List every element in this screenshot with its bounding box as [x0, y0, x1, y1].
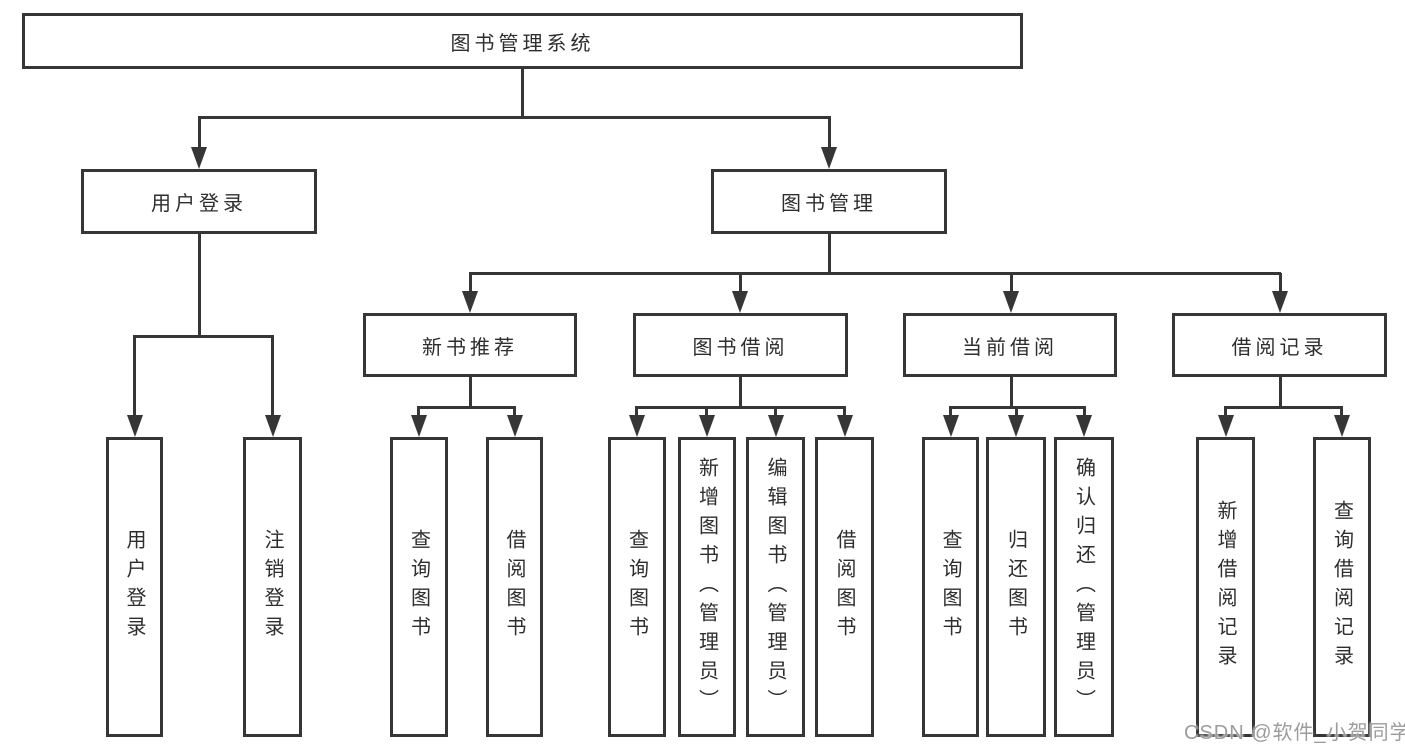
leaf-nb-borrow-books: 借阅图书: [486, 437, 543, 737]
arrow-down-icon: [411, 415, 427, 437]
connector-leaf-stem: [774, 406, 777, 420]
node-user-login: 用户登录: [81, 169, 317, 234]
leaf-user-login-label: 用户登录: [123, 529, 145, 645]
node-user-login-label: 用户登录: [151, 193, 247, 215]
leaf-nb-borrow-books-label: 借阅图书: [503, 529, 525, 645]
node-root-label: 图书管理系统: [450, 32, 595, 55]
connector-leaf-stem: [1015, 406, 1018, 420]
arrow-down-icon: [732, 291, 748, 313]
leaf-cb-confirm-return-admin-label: 确认归还（管理员）: [1072, 456, 1095, 718]
connector-leaf-stem: [271, 336, 274, 420]
connector-user-login-down: [198, 233, 201, 337]
connector-leaf-stem: [1340, 406, 1343, 420]
leaf-bb-query-books-label: 查询图书: [625, 529, 648, 645]
arrow-down-icon: [768, 415, 784, 437]
leaf-bb-add-books-admin: 新增图书（管理员）: [678, 437, 736, 737]
connector-leaf-stem: [843, 406, 846, 420]
connector-newbook-split-bar: [418, 406, 516, 409]
leaf-cb-return-books: 归还图书: [986, 437, 1046, 737]
leaf-cb-confirm-return-admin: 确认归还（管理员）: [1054, 437, 1114, 737]
connector-level3-stem: [469, 273, 472, 295]
arrow-down-icon: [1334, 415, 1350, 437]
leaf-bb-edit-books-admin: 编辑图书（管理员）: [746, 437, 805, 737]
node-new-book-recommend-label: 新书推荐: [422, 336, 518, 359]
connector-leaf-stem: [1224, 406, 1227, 420]
connector-root-stem: [521, 67, 524, 118]
arrow-down-icon: [821, 147, 837, 169]
leaf-logout: 注销登录: [243, 437, 302, 737]
node-book-borrowing-label: 图书借阅: [692, 336, 789, 359]
arrow-down-icon: [127, 415, 143, 437]
leaf-br-add-record: 新增借阅记录: [1196, 437, 1255, 737]
connector-book-mgmt-down: [828, 233, 831, 275]
leaf-bb-add-books-admin-label: 新增图书（管理员）: [695, 456, 718, 718]
leaf-user-login: 用户登录: [106, 437, 163, 737]
connector-leaf-stem: [133, 336, 136, 420]
leaf-bb-query-books: 查询图书: [608, 437, 666, 737]
connector-level3-stem: [1279, 273, 1282, 295]
connector-book-mgmt-stem: [828, 117, 831, 151]
connector-level3-stem: [1010, 273, 1013, 295]
arrow-down-icon: [1076, 415, 1092, 437]
connector-borrow-down: [739, 377, 742, 408]
leaf-bb-borrow-books: 借阅图书: [815, 437, 874, 737]
connector-newbook-down: [469, 377, 472, 408]
arrow-down-icon: [699, 415, 715, 437]
connector-leaf-stem: [949, 406, 952, 420]
arrow-down-icon: [629, 415, 645, 437]
leaf-br-query-record: 查询借阅记录: [1313, 437, 1371, 737]
arrow-down-icon: [1008, 415, 1024, 437]
arrow-down-icon: [943, 415, 959, 437]
connector-leaf-stem: [1083, 406, 1086, 420]
arrow-down-icon: [1272, 291, 1288, 313]
connector-user-login-stem: [198, 117, 201, 151]
connector-level2-bar: [198, 116, 831, 119]
watermark: CSDN @软件_小贺同学: [1184, 722, 1405, 744]
node-book-management: 图书管理: [711, 169, 947, 234]
connector-level3-bar: [469, 272, 1281, 275]
node-borrowing-records-label: 借阅记录: [1231, 336, 1328, 359]
leaf-logout-label: 注销登录: [261, 529, 283, 645]
arrow-down-icon: [462, 291, 478, 313]
connector-leaf-stem: [417, 406, 420, 420]
leaf-bb-borrow-books-label: 借阅图书: [833, 529, 855, 645]
connector-borrow-split-bar: [636, 406, 844, 409]
leaf-nb-query-books: 查询图书: [390, 437, 448, 737]
node-book-borrowing: 图书借阅: [633, 313, 848, 377]
leaf-bb-edit-books-admin-label: 编辑图书（管理员）: [764, 456, 786, 718]
connector-leaf-stem: [513, 406, 516, 420]
leaf-cb-query-books: 查询图书: [922, 437, 979, 737]
connector-leaf-stem: [635, 406, 638, 420]
connector-user-login-split-bar: [133, 335, 274, 338]
connector-current-down: [1010, 377, 1013, 408]
node-current-borrowing: 当前借阅: [903, 313, 1117, 377]
arrow-down-icon: [507, 415, 523, 437]
leaf-nb-query-books-label: 查询图书: [407, 529, 430, 645]
connector-level3-stem: [739, 273, 742, 295]
node-book-management-label: 图书管理: [781, 193, 877, 215]
leaf-br-add-record-label: 新增借阅记录: [1214, 500, 1236, 674]
arrow-down-icon: [1003, 291, 1019, 313]
node-current-borrowing-label: 当前借阅: [962, 336, 1058, 359]
arrow-down-icon: [265, 415, 281, 437]
leaf-cb-query-books-label: 查询图书: [939, 529, 961, 645]
connector-records-down: [1279, 377, 1282, 408]
connector-records-split-bar: [1224, 406, 1342, 409]
node-root-system: 图书管理系统: [22, 13, 1023, 69]
arrow-down-icon: [1218, 415, 1234, 437]
node-new-book-recommend: 新书推荐: [363, 313, 577, 377]
leaf-cb-return-books-label: 归还图书: [1004, 529, 1027, 645]
leaf-br-query-record-label: 查询借阅记录: [1330, 500, 1353, 674]
arrow-down-icon: [837, 415, 853, 437]
node-borrowing-records: 借阅记录: [1172, 313, 1387, 377]
connector-leaf-stem: [705, 406, 708, 420]
arrow-down-icon: [191, 147, 207, 169]
